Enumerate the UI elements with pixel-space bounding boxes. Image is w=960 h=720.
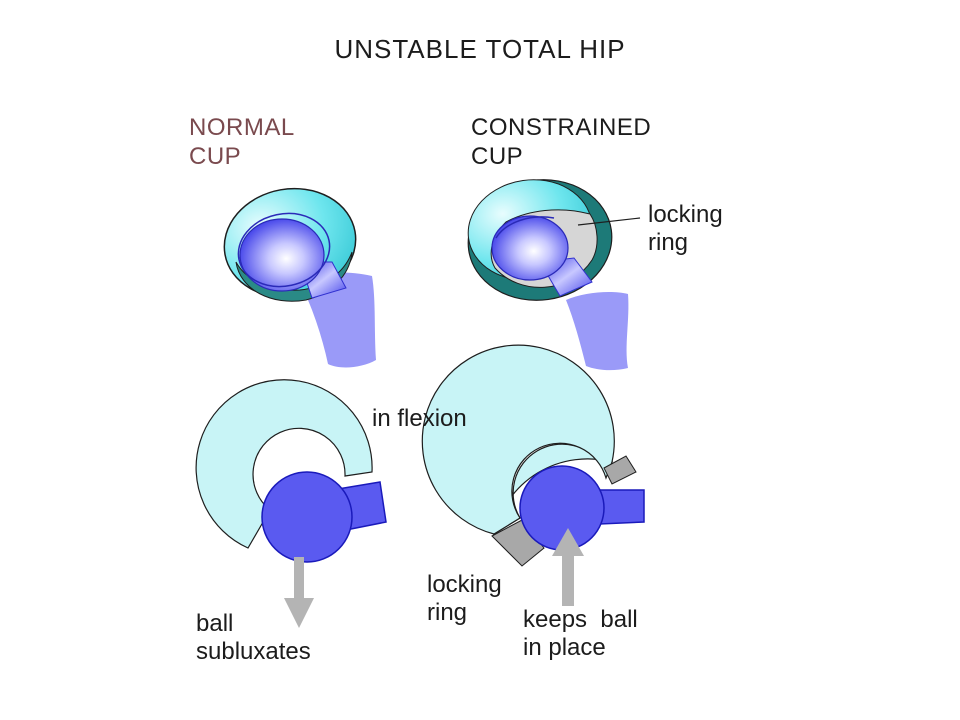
in-flexion-label: in flexion <box>372 405 467 432</box>
normal-cup-3d <box>223 187 376 368</box>
femoral-head-flexion-normal <box>261 471 353 563</box>
keeps-ball-label-line1: keeps ball <box>523 606 638 633</box>
constrained-cup-flexion-shell-body <box>421 344 615 535</box>
femoral-head-flexion-constrained <box>519 465 605 551</box>
constrained-cup-header-line1: CONSTRAINED <box>471 114 652 141</box>
normal-femoral-head <box>239 218 325 292</box>
arrow-down-subluxates <box>284 557 314 628</box>
locking-ring-flexion-upper <box>603 455 637 485</box>
ball-subluxates-label-line2: subluxates <box>196 638 311 665</box>
constrained-liner-line <box>495 216 555 239</box>
keeps-ball-label-line2: in place <box>523 634 606 661</box>
locking-ring-label-top-line2: ring <box>648 229 689 256</box>
locking-ring-label-top-line1: locking <box>648 201 723 228</box>
normal-cup-liner-line <box>237 212 331 288</box>
locking-ring-pointer-top <box>577 217 641 226</box>
normal-cup-header-line1: NORMAL <box>189 114 295 141</box>
normal-cup-header-line2: CUP <box>189 143 242 170</box>
constrained-femoral-head <box>491 215 569 281</box>
normal-cup-flexion <box>195 379 387 628</box>
ball-subluxates-label-line1: ball <box>196 610 234 637</box>
constrained-cup-3d <box>467 179 641 371</box>
locking-ring-label-bottom-line1: locking <box>427 571 502 598</box>
constrained-cup-header-line2: CUP <box>471 143 524 170</box>
slide-title: UNSTABLE TOTAL HIP <box>334 34 626 64</box>
femur-stem-constrained <box>566 292 629 371</box>
normal-cup-flexion-shell <box>195 379 373 549</box>
constrained-cup-flexion <box>421 344 645 606</box>
arrow-up-keeps-in-place <box>552 528 584 606</box>
locking-ring-label-bottom-line2: ring <box>427 599 468 626</box>
femoral-neck-flexion-constrained <box>597 489 645 525</box>
